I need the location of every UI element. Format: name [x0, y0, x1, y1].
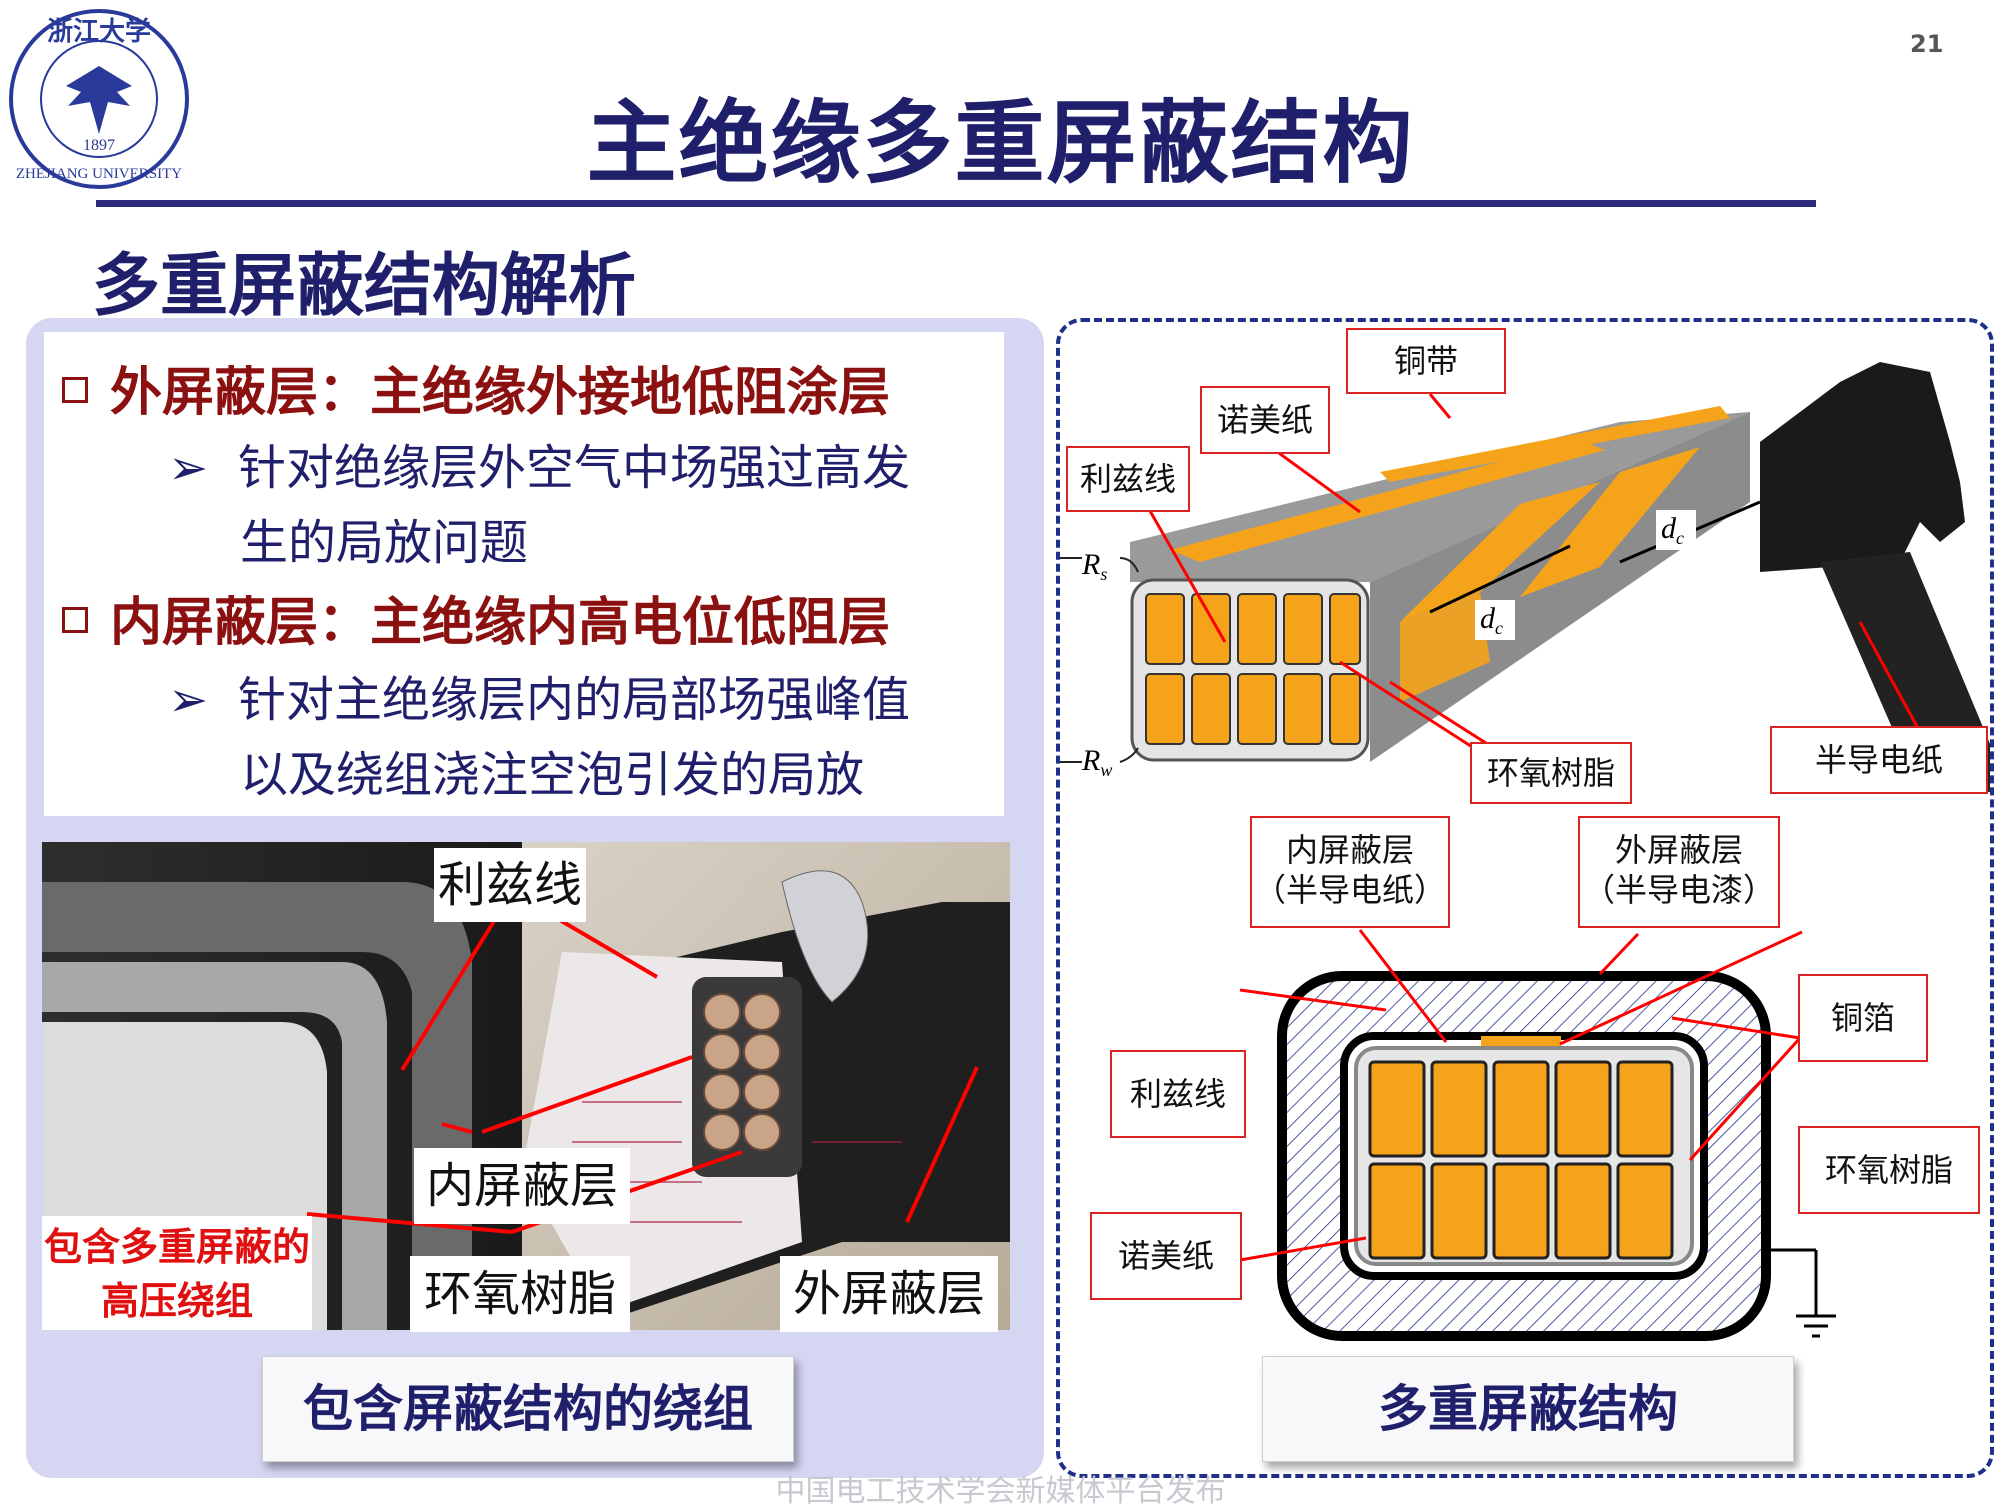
coil-3d-diagram: dc dc Rs Rw	[1060, 322, 2001, 792]
left-caption: 包含屏蔽结构的绕组	[262, 1356, 794, 1462]
label-epoxy: 环氧树脂	[1470, 742, 1632, 804]
label-nomex: 诺美纸	[1200, 386, 1330, 454]
label-inner-shield-line1: 内屏蔽层	[1285, 831, 1414, 869]
title-divider	[96, 200, 1816, 207]
label-outer-shield: 外屏蔽层 （半导电漆）	[1578, 816, 1780, 928]
photo-label-litz: 利兹线	[434, 848, 586, 922]
sub-bullet-1-line2: 生的局放问题	[240, 515, 529, 571]
sub-bullet-2: ➢ 针对主绝缘层内的局部场强峰值	[168, 664, 910, 736]
bullet-outer-shield-text: 外屏蔽层：主绝缘外接地低阻涂层	[110, 363, 891, 423]
page-title: 主绝缘多重屏蔽结构	[586, 91, 1415, 196]
label-outer-shield-line2: （半导电漆）	[1582, 871, 1775, 909]
label-litz-2: 利兹线	[1110, 1050, 1246, 1138]
sub-bullet-1: ➢ 针对绝缘层外空气中场强过高发	[168, 432, 910, 504]
label-semicon-paper: 半导电纸	[1770, 726, 1988, 794]
bullet-inner-shield: 内屏蔽层：主绝缘内高电位低阻层	[62, 580, 890, 655]
arrow-bullet-icon: ➢	[168, 672, 209, 728]
cross-section-arrows	[1060, 870, 2001, 1350]
label-outer-shield-line1: 外屏蔽层	[1614, 831, 1743, 869]
bullet-outer-shield: 外屏蔽层：主绝缘外接地低阻涂层	[62, 350, 890, 425]
logo-year: 1897	[83, 137, 115, 154]
sub-bullet-2-line2: 以及绕组浇注空泡引发的局放	[240, 747, 865, 803]
photo-label-inner-shield: 内屏蔽层	[414, 1148, 630, 1224]
checkbox-bullet-icon	[62, 607, 88, 633]
right-caption: 多重屏蔽结构	[1262, 1356, 1794, 1462]
label-inner-shield: 内屏蔽层 （半导电纸）	[1250, 816, 1450, 928]
section-subtitle: 多重屏蔽结构解析	[92, 247, 637, 326]
slide-number: 21	[1910, 30, 1944, 58]
photo-label-outer-shield: 外屏蔽层	[780, 1256, 998, 1332]
checkbox-bullet-icon	[62, 377, 88, 403]
dc-symbol-2: dc	[1661, 512, 1684, 548]
photo-note-line1: 包含多重屏蔽的	[43, 1225, 310, 1269]
label-nomex-2: 诺美纸	[1090, 1212, 1242, 1300]
sub-bullet-1-line1: 针对绝缘层外空气中场强过高发	[238, 440, 911, 496]
sub-bullet-2-line1: 针对主绝缘层内的局部场强峰值	[238, 672, 911, 728]
label-litz: 利兹线	[1066, 446, 1190, 512]
label-copper-foil: 铜箔	[1798, 974, 1928, 1062]
dc-symbol-1: dc	[1480, 602, 1503, 638]
label-epoxy-2: 环氧树脂	[1798, 1126, 1980, 1214]
label-inner-shield-line2: （半导电纸）	[1253, 871, 1446, 909]
photo-note-line2: 高压绕组	[100, 1279, 253, 1323]
watermark: 中国电工技术学会新媒体平台发布	[775, 1474, 1226, 1509]
university-logo: 浙江大学 1897 ZHEJIANG UNIVERSITY	[6, 6, 192, 192]
rs-symbol: Rs	[1081, 548, 1107, 584]
photo-note: 包含多重屏蔽的 高压绕组	[42, 1216, 312, 1330]
bullet-box	[44, 332, 1004, 816]
bullet-inner-shield-text: 内屏蔽层：主绝缘内高电位低阻层	[110, 593, 891, 653]
winding-photo	[42, 842, 1010, 1330]
rw-symbol: Rw	[1081, 744, 1112, 780]
photo-label-epoxy: 环氧树脂	[410, 1256, 630, 1332]
arrow-bullet-icon: ➢	[168, 440, 209, 496]
logo-text-top: 浙江大学	[47, 16, 151, 46]
cross-section-diagram	[1276, 970, 1846, 1350]
right-panel	[1056, 318, 1994, 1478]
label-copper-tape: 铜带	[1346, 328, 1506, 394]
logo-text-bottom: ZHEJIANG UNIVERSITY	[16, 166, 182, 182]
